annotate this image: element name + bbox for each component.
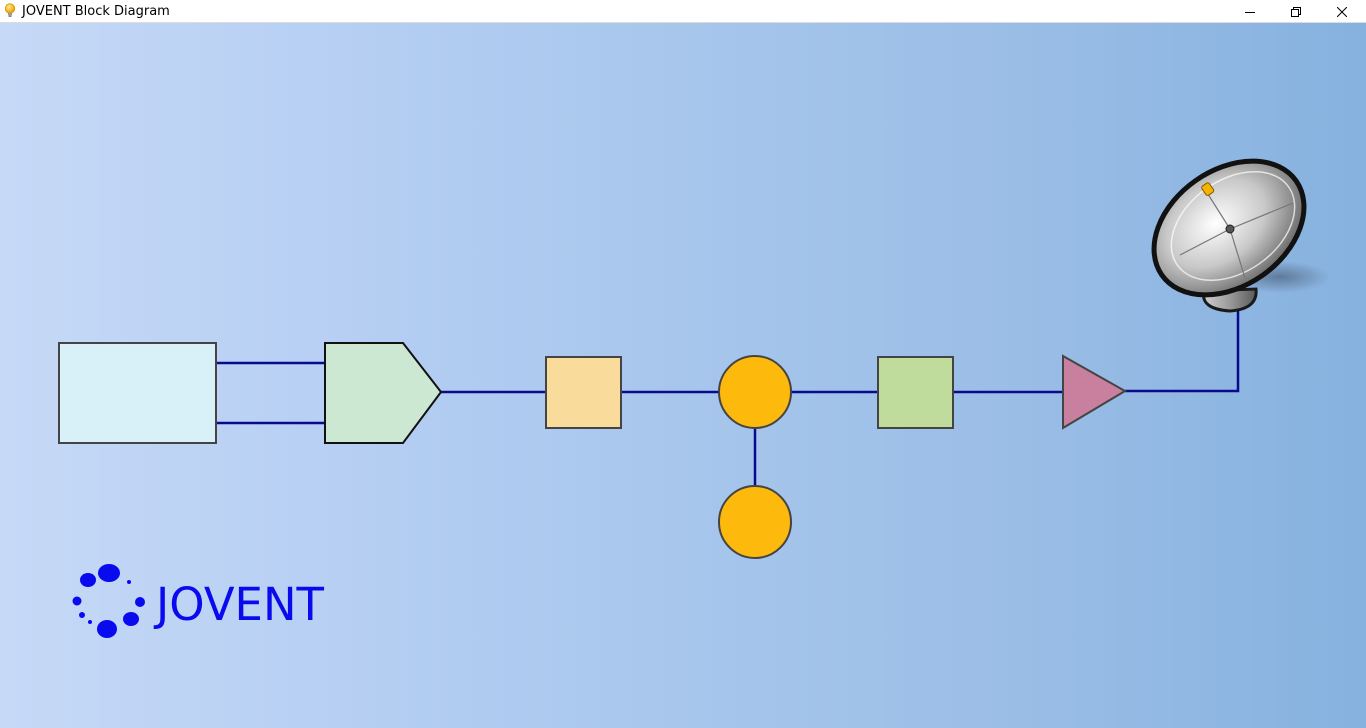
- diagram-canvas[interactable]: JOVENT: [0, 23, 1366, 728]
- junction-circle-bottom[interactable]: [718, 485, 792, 559]
- satellite-dish-icon[interactable]: [1129, 133, 1330, 322]
- restore-button[interactable]: [1273, 0, 1319, 23]
- close-button[interactable]: [1319, 0, 1365, 23]
- green-block[interactable]: [877, 356, 954, 429]
- source-block[interactable]: [58, 342, 217, 444]
- minimize-button[interactable]: [1227, 0, 1273, 23]
- minimize-icon: [1245, 11, 1255, 13]
- close-icon: [1337, 6, 1347, 17]
- pentagon-block[interactable]: [324, 342, 443, 444]
- junction-circle-top[interactable]: [718, 355, 792, 429]
- wires: [216, 311, 1240, 487]
- restore-icon: [1291, 6, 1301, 17]
- amplifier-triangle[interactable]: [1062, 354, 1127, 430]
- logo-dots-icon: [72, 564, 145, 638]
- orange-block[interactable]: [545, 356, 622, 429]
- lightbulb-icon: [4, 3, 16, 17]
- logo-text: JOVENT: [153, 578, 324, 631]
- jovent-logo: JOVENT: [72, 564, 324, 638]
- window-title: JOVENT Block Diagram: [22, 4, 170, 19]
- wire-amp-to-antenna[interactable]: [1125, 311, 1240, 393]
- block-diagram: JOVENT: [58, 133, 1330, 638]
- title-bar[interactable]: JOVENT Block Diagram: [0, 0, 1366, 23]
